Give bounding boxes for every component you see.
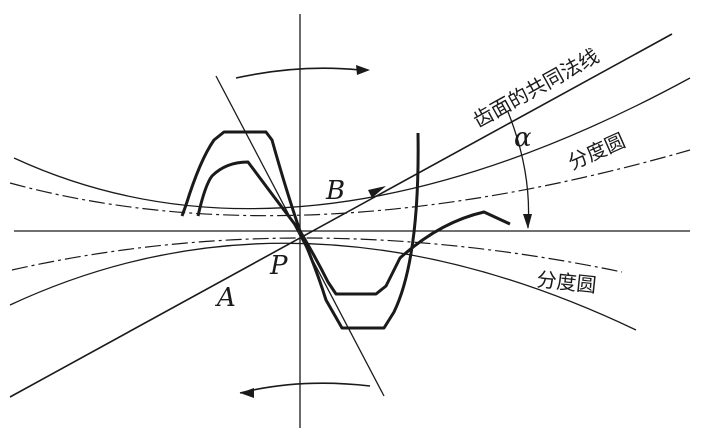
point-p-label: P (269, 251, 288, 281)
upper-pitch-circle-label: 分度圆 (564, 128, 629, 174)
lower-addendum-arc (11, 237, 623, 273)
upper-addendum-arc (9, 149, 691, 217)
point-a-label: A (215, 283, 236, 313)
lower-pitch-circle-arc (9, 242, 637, 331)
upper-tooth-inner-profile (196, 160, 302, 232)
upper-pitch-circle-arc (13, 77, 691, 210)
normal-arrow-head (368, 186, 386, 198)
point-b-label: B (325, 176, 345, 206)
lower-tooth-outer-profile (298, 210, 511, 296)
bottom-rotation-arrow-head (240, 388, 254, 398)
lower-tooth-inner-profile (298, 132, 420, 330)
top-rotation-arrow-head (356, 65, 370, 75)
common-normal-line (9, 33, 673, 398)
angle-arrow-head (523, 214, 532, 229)
top-rotation-arrow (235, 67, 361, 79)
tangent-line (215, 75, 385, 397)
lower-pitch-circle-label: 分度圆 (535, 267, 597, 297)
common-normal-label: 齿面的共同法线 (469, 44, 603, 133)
bottom-rotation-arrow (239, 382, 371, 394)
alpha-label: α (514, 123, 532, 153)
upper-tooth-outer-profile (180, 130, 302, 232)
